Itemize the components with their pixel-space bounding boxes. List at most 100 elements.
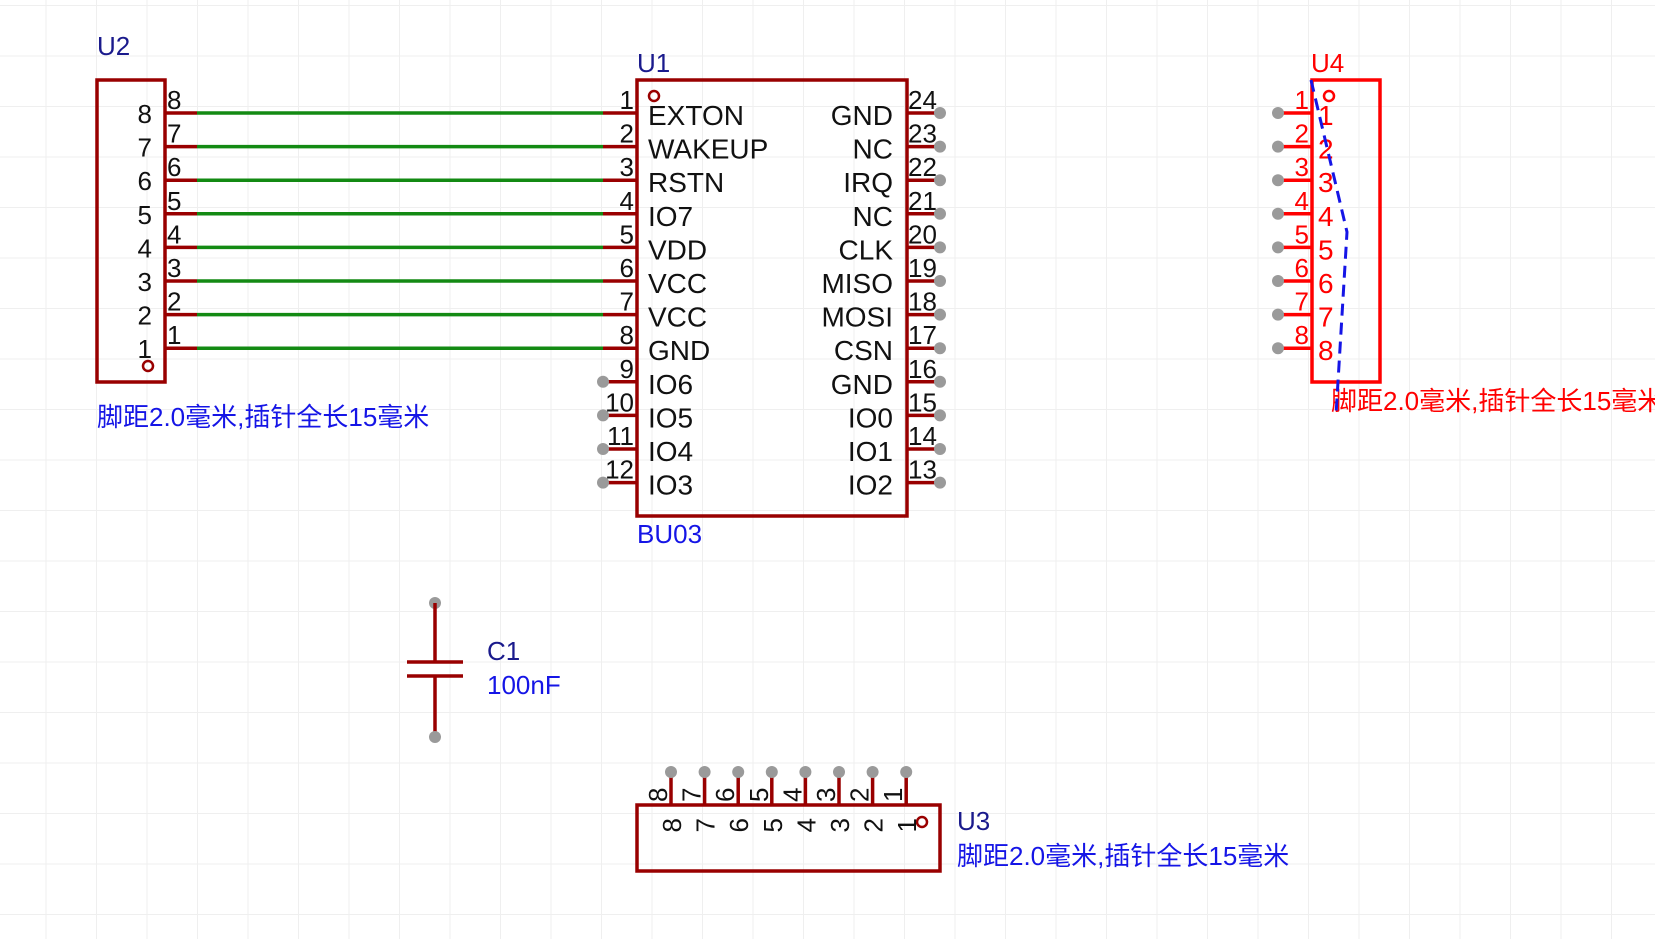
u4-body[interactable] (1310, 78, 1382, 384)
u2-inner-label: 1 (138, 334, 152, 364)
u1-pin-number: 2 (620, 119, 634, 149)
u3-pin-number: 6 (710, 788, 740, 802)
u2-description[interactable]: 脚距2.0毫米,插针全长15毫米 (97, 402, 429, 432)
u3-pin-1-endpoint[interactable] (900, 766, 913, 778)
u1-pin-name: IO7 (648, 201, 693, 232)
u2-pin-number: 7 (167, 119, 181, 149)
u3-pin-5-endpoint[interactable] (765, 766, 778, 778)
u4-inner-label: 4 (1318, 201, 1334, 232)
u2-inner-label: 2 (138, 301, 152, 331)
u1-pin-16-endpoint[interactable] (934, 375, 946, 388)
u4-pin-2-endpoint[interactable] (1272, 140, 1284, 153)
u3-body[interactable] (635, 803, 942, 873)
u1-pin-name: CSN (834, 335, 893, 366)
u4-pin-8-endpoint[interactable] (1272, 342, 1284, 355)
u4-pin-3-endpoint[interactable] (1272, 174, 1284, 187)
u1-pin-number: 13 (908, 455, 937, 485)
u4-description[interactable]: 脚距2.0毫米,插针全长15毫米 (1331, 386, 1655, 416)
u1-pin-21-endpoint[interactable] (934, 207, 946, 220)
u3-inner-label: 6 (724, 818, 754, 832)
u3-description[interactable]: 脚距2.0毫米,插针全长15毫米 (957, 841, 1289, 871)
u1-pin-name: NC (853, 134, 893, 165)
u1-pin-name: VDD (648, 234, 707, 265)
u4-pin-number: 7 (1295, 287, 1309, 317)
u1-pin-17-endpoint[interactable] (934, 342, 946, 355)
u3-inner-label: 3 (825, 818, 855, 832)
u1-pin-number: 14 (908, 421, 937, 451)
u1-pin-13-endpoint[interactable] (934, 476, 946, 489)
u1-body[interactable] (635, 78, 909, 518)
u1-designator[interactable]: U1 (637, 48, 670, 78)
u1-pin-15-endpoint[interactable] (934, 409, 946, 422)
u3-pin-4-endpoint[interactable] (799, 766, 812, 778)
u1-pin-12-endpoint[interactable] (597, 476, 609, 489)
u4-inner-label: 5 (1318, 234, 1334, 265)
u1-pin-name: EXTON (648, 100, 744, 131)
u4-pin-1-endpoint[interactable] (1272, 107, 1284, 119)
u3-inner-label: 4 (791, 818, 821, 832)
component-c1[interactable]: C1 100nF (407, 597, 561, 743)
u4-pin-5-endpoint[interactable] (1272, 241, 1284, 254)
u1-pin-name: MOSI (821, 302, 893, 333)
wire-group[interactable] (197, 111, 603, 350)
u1-pin-name: NC (853, 201, 893, 232)
u4-inner-label: 3 (1318, 167, 1334, 198)
u1-pin-18-endpoint[interactable] (934, 308, 946, 321)
u4-pin-number: 6 (1295, 253, 1309, 283)
u1-pin-9-endpoint[interactable] (597, 375, 609, 388)
u2-inner-label: 3 (138, 267, 152, 297)
u4-pin-6-endpoint[interactable] (1272, 275, 1284, 287)
u1-pin-11-endpoint[interactable] (597, 443, 609, 455)
c1-value[interactable]: 100nF (487, 670, 561, 700)
u3-inner-label: 1 (892, 818, 922, 832)
u1-pin-name: RSTN (648, 167, 724, 198)
u1-pin-20-endpoint[interactable] (934, 241, 946, 254)
u2-body[interactable] (95, 78, 167, 384)
u3-pin-3-endpoint[interactable] (833, 766, 845, 778)
u4-inner-label: 1 (1318, 100, 1334, 131)
u1-pin-number: 20 (908, 219, 937, 249)
u3-pin-2-endpoint[interactable] (866, 766, 879, 778)
u2-inner-label: 4 (138, 233, 152, 263)
u2-designator[interactable]: U2 (97, 31, 130, 61)
u4-pin-7-endpoint[interactable] (1272, 308, 1284, 321)
u1-pin-number: 19 (908, 253, 937, 283)
u3-pin-7-endpoint[interactable] (698, 766, 711, 778)
u3-pin1-marker (915, 815, 929, 829)
u1-pin-number: 18 (908, 287, 937, 317)
u1-pin-name: IO0 (848, 402, 893, 433)
u2-pin-number: 4 (167, 219, 181, 249)
u1-pin-name: GND (831, 100, 893, 131)
u1-pin-10-endpoint[interactable] (597, 409, 609, 422)
c1-designator[interactable]: C1 (487, 636, 520, 666)
c1-pin-bottom-endpoint[interactable] (429, 731, 441, 743)
u1-pin1-marker (647, 89, 661, 103)
u1-pin-name: IRQ (843, 167, 893, 198)
u1-pin-19-endpoint[interactable] (934, 275, 946, 287)
u1-pin-number: 6 (620, 253, 634, 283)
u1-pin-number: 7 (620, 287, 634, 317)
u1-pin-name: IO6 (648, 369, 693, 400)
u2-inner-label: 6 (138, 166, 152, 196)
u1-pin-number: 8 (620, 320, 634, 350)
u1-pin-name: WAKEUP (648, 134, 768, 165)
u1-value[interactable]: BU03 (637, 519, 702, 549)
u4-pin1-marker (1322, 89, 1336, 103)
u1-pin-name: CLK (839, 234, 894, 265)
u1-pin-14-endpoint[interactable] (934, 443, 946, 455)
u1-pin-24-endpoint[interactable] (934, 107, 946, 119)
u3-designator[interactable]: U3 (957, 806, 990, 836)
u1-pin-number: 22 (908, 152, 937, 182)
u4-designator[interactable]: U4 (1311, 48, 1344, 78)
u4-pin-4-endpoint[interactable] (1272, 207, 1284, 220)
u3-pin-8-endpoint[interactable] (665, 766, 677, 778)
u1-pin-number: 9 (620, 354, 634, 384)
u3-pin-6-endpoint[interactable] (732, 766, 745, 778)
u1-pin-23-endpoint[interactable] (934, 140, 946, 153)
u1-pin-22-endpoint[interactable] (934, 174, 946, 187)
